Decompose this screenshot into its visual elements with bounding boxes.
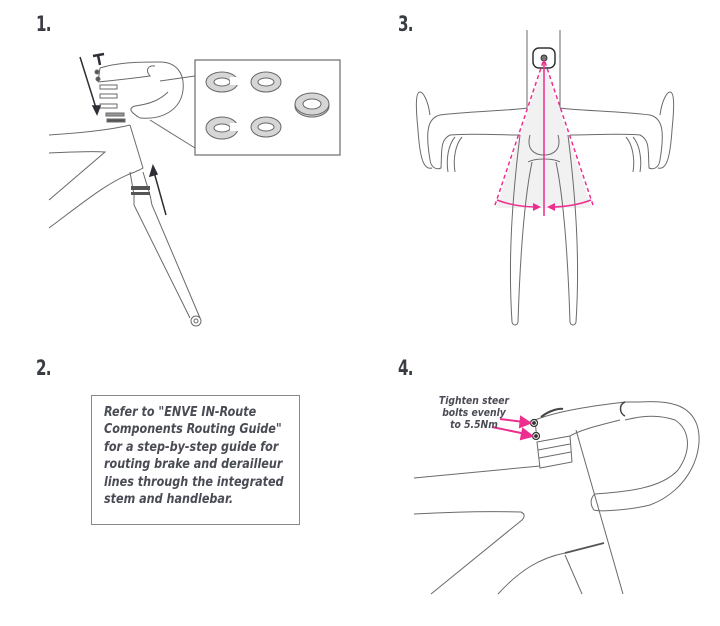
spacer-4 [105, 112, 125, 117]
spacer-stack [536, 435, 573, 469]
spacer-1 [99, 84, 118, 90]
torque-callout: Tighten steer bolts evenly to 5.5Nm [420, 395, 528, 431]
head-tube [129, 124, 144, 173]
frame-down-tube [48, 171, 136, 229]
step-3-number: 3. [398, 12, 413, 36]
fork-left-leg [129, 171, 191, 319]
left-boundary [493, 61, 544, 209]
step-2-number: 2. [36, 356, 51, 380]
fork-right-leg [142, 171, 201, 319]
stem-bolt-1 [94, 69, 100, 75]
top-cap-icon [92, 52, 105, 66]
handlebar-right [559, 107, 663, 170]
bearing-ring-2 [131, 192, 150, 195]
callout-line: to 5.5Nm [450, 419, 498, 431]
spacer-options [205, 71, 330, 140]
right-boundary [544, 61, 595, 209]
stem-bottom [569, 419, 621, 437]
frame-lower-curve [497, 542, 605, 595]
spacer-5 [106, 118, 126, 123]
routing-guide-note: Refer to "ENVE IN-Route Components Routi… [91, 395, 300, 525]
frame-top-tube [413, 465, 541, 479]
note-line: stem and handlebar. [104, 492, 234, 508]
callout-line: Tighten steer [438, 395, 510, 407]
frame-top-tube [48, 124, 131, 136]
right-drop [657, 91, 675, 169]
step-1-number: 1. [36, 12, 51, 36]
frame-down-tube [413, 511, 525, 595]
bearing-ring-1 [131, 186, 150, 190]
left-drop [415, 91, 433, 169]
note-line: routing brake and derailleur [104, 457, 283, 473]
note-line: lines through the integrated [104, 474, 284, 490]
spacer-2 [99, 93, 118, 99]
handlebar-left [427, 107, 528, 170]
down-arrow-icon [79, 56, 97, 109]
fork-right-leg [555, 134, 579, 326]
note-line: Components Routing Guide" [104, 422, 282, 438]
stem-bolt-2 [95, 76, 101, 82]
fork-dropout [190, 315, 202, 327]
up-arrow-icon [153, 171, 167, 216]
fork-left-leg [509, 134, 533, 326]
callout-line: bolts evenly [442, 407, 506, 419]
handlebar-drop [99, 61, 184, 119]
note-line: Refer to "ENVE IN-Route [104, 405, 257, 420]
handlebar-drop [590, 401, 700, 512]
frame-seatstay [48, 151, 107, 201]
bolt-arrow-lower-icon [491, 426, 527, 435]
note-line: for a step-by-step guide for [104, 439, 279, 455]
step-4-number: 4. [398, 356, 413, 380]
head-tube [575, 429, 624, 595]
